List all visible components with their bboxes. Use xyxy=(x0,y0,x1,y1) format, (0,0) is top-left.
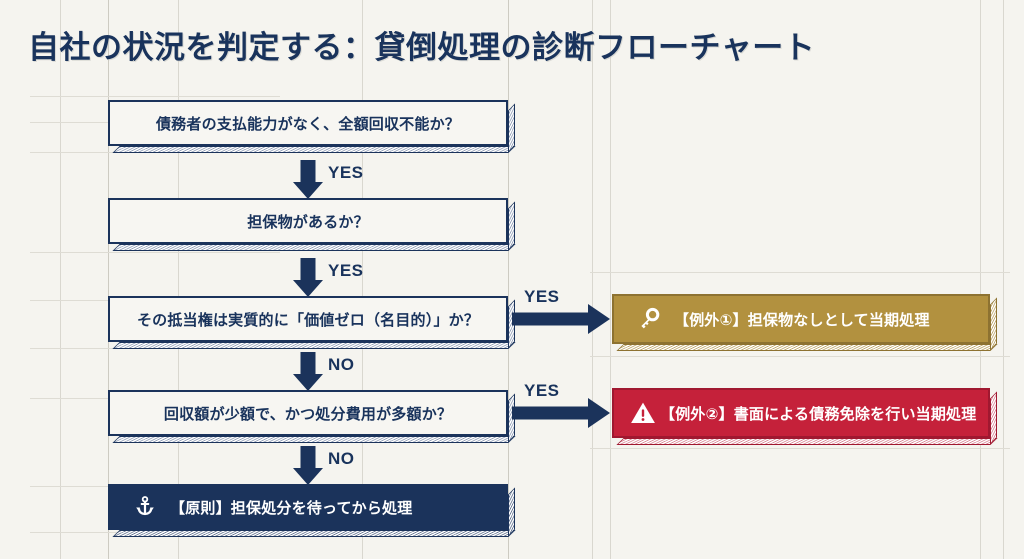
flow-edge-e2-label: YES xyxy=(328,261,364,280)
flow-node-q4[interactable]: 回収額が少額で、かつ処分費用が多額か？ xyxy=(108,390,516,443)
flow-node-result-exception-1-label: 【例外①】担保物なしとして当期処理 xyxy=(674,311,930,329)
flow-node-result-principle-label: 【原則】担保処分を待ってから処理 xyxy=(170,499,413,517)
flow-edge-e1-label: YES xyxy=(328,163,364,182)
flow-node-q2-label: 担保物があるか？ xyxy=(247,213,369,231)
flow-node-result-principle[interactable]: 【原則】担保処分を待ってから処理 xyxy=(108,484,516,537)
key-icon xyxy=(636,306,662,332)
node-depth-right xyxy=(508,201,515,251)
flow-node-result-exception-2[interactable]: 【例外②】書面による債務免除を行い当期処理 xyxy=(612,388,998,445)
flow-node-q4-label: 回収額が少額で、かつ処分費用が多額か？ xyxy=(163,405,453,423)
node-depth-bottom xyxy=(112,436,516,443)
node-depth-right xyxy=(990,297,997,351)
node-depth-right xyxy=(508,103,515,153)
anchor-icon xyxy=(132,494,158,520)
node-depth-bottom xyxy=(112,530,516,537)
node-depth-bottom xyxy=(616,438,998,445)
flow-node-q3-label: その抵当権は実質的に「価値ゼロ（名目的）」か？ xyxy=(136,311,480,329)
flow-node-q1-label: 債務者の支払能力がなく、全額回収不能か？ xyxy=(155,115,460,133)
node-depth-right xyxy=(508,487,515,537)
flow-node-result-exception-1[interactable]: 【例外①】担保物なしとして当期処理 xyxy=(612,294,998,351)
node-depth-bottom xyxy=(112,146,516,153)
node-depth-bottom xyxy=(112,342,516,349)
flow-edge-e6-label: NO xyxy=(328,449,355,468)
warning-triangle-icon xyxy=(630,400,656,426)
flow-node-q3[interactable]: その抵当権は実質的に「価値ゼロ（名目的）」か？ xyxy=(108,296,516,349)
flow-node-result-exception-2-label: 【例外②】書面による債務免除を行い当期処理 xyxy=(660,405,977,423)
flow-edge-e3-label: YES xyxy=(524,287,560,306)
node-depth-right xyxy=(990,391,997,445)
flow-node-q2[interactable]: 担保物があるか？ xyxy=(108,198,516,251)
page-title: 自社の状況を判定する：貸倒処理の診断フローチャート xyxy=(28,30,816,65)
node-depth-bottom xyxy=(616,344,998,351)
flow-edge-e4-label: NO xyxy=(328,355,355,374)
flow-node-q1[interactable]: 債務者の支払能力がなく、全額回収不能か？ xyxy=(108,100,516,153)
flow-edge-e5-label: YES xyxy=(524,381,560,400)
flow-edge-e3-arrow xyxy=(512,304,610,334)
node-depth-bottom xyxy=(112,244,516,251)
flow-edge-e5-arrow xyxy=(512,398,610,428)
